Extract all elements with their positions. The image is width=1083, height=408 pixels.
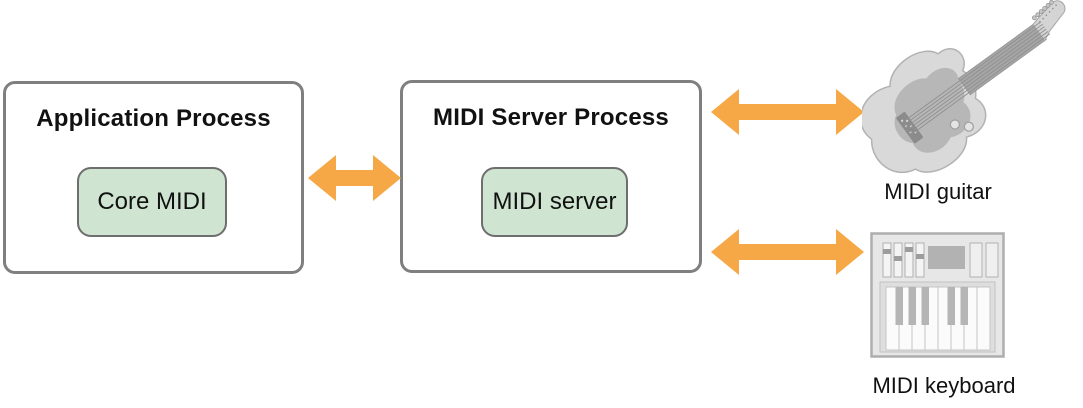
core-midi-component: Core MIDI — [77, 167, 227, 237]
application-process-box: Application Process — [3, 81, 304, 274]
bidirectional-arrow-icon — [308, 155, 401, 201]
midi-keyboard-icon — [870, 232, 1005, 358]
midi-server-component: MIDI server — [481, 167, 628, 237]
midi-server-label: MIDI server — [492, 188, 617, 215]
midi-keyboard-label: MIDI keyboard — [872, 373, 1016, 398]
application-process-title: Application Process — [36, 105, 271, 132]
bidirectional-arrow-icon — [711, 229, 864, 275]
midi-guitar-label: MIDI guitar — [884, 179, 992, 204]
midi-guitar-icon — [862, 0, 1066, 174]
midi-server-process-title: MIDI Server Process — [433, 104, 669, 131]
core-midi-label: Core MIDI — [97, 188, 207, 215]
bidirectional-arrow-icon — [711, 89, 864, 135]
